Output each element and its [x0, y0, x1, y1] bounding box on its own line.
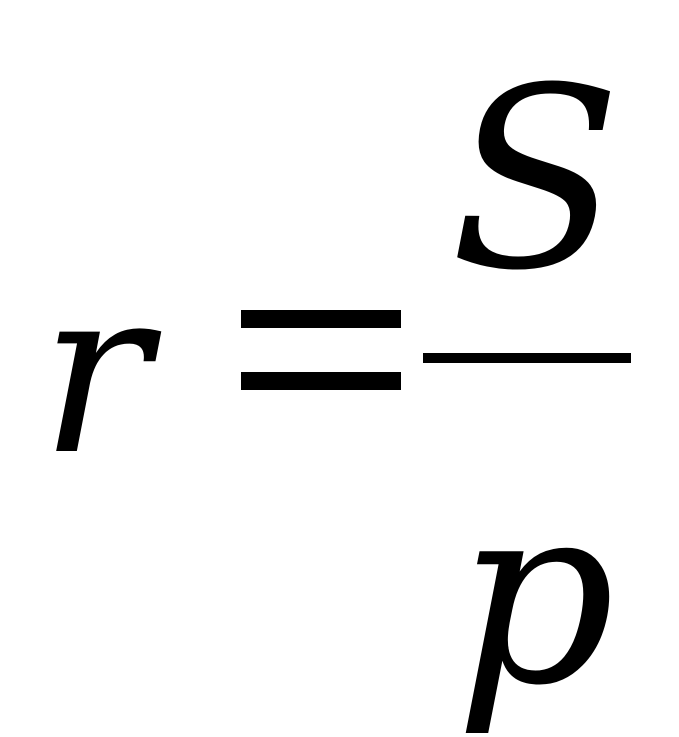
variable-r: r	[40, 239, 150, 506]
equals-bar-top	[241, 310, 401, 328]
equals-sign	[241, 310, 401, 390]
fraction-bar	[423, 353, 631, 363]
equals-bar-bottom	[241, 372, 401, 390]
fraction-numerator: S	[450, 34, 622, 325]
fraction-denominator: p	[455, 449, 616, 737]
